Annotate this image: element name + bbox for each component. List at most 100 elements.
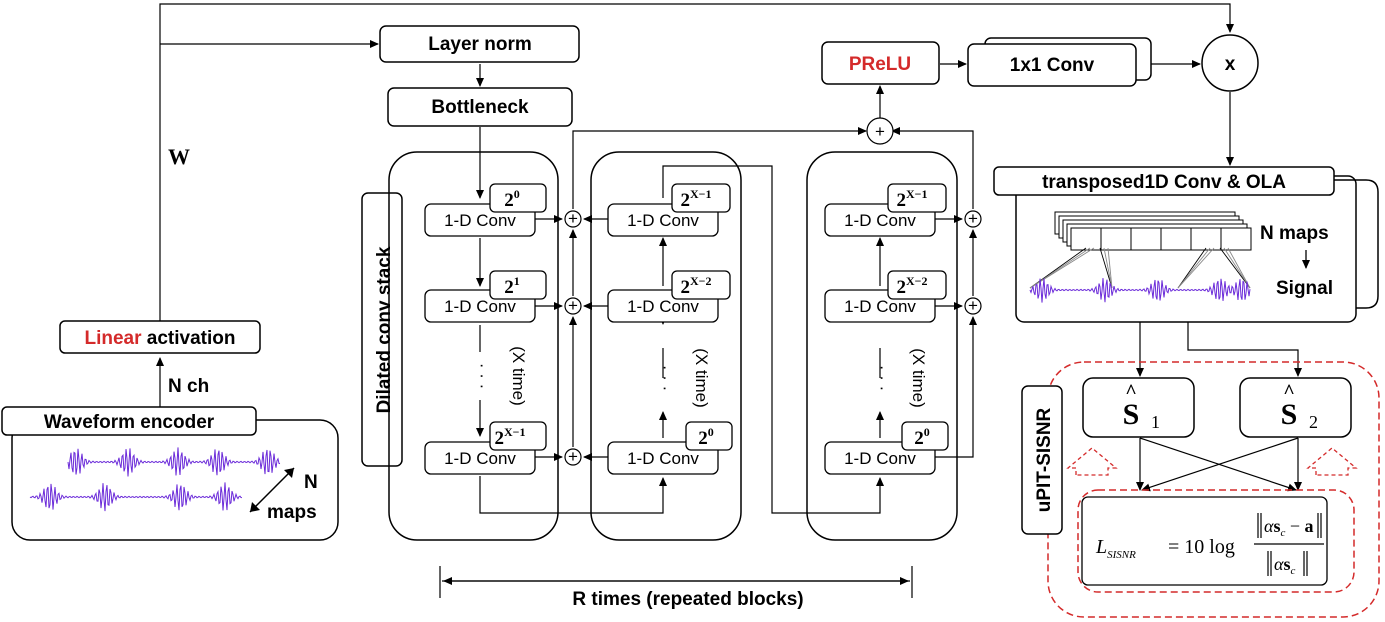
svg-text:+: + bbox=[875, 122, 885, 141]
encoder-title-box bbox=[1, 406, 257, 436]
svg-text:+: + bbox=[968, 209, 978, 228]
encoder-maps-label: maps bbox=[267, 502, 317, 523]
multiply-node: x bbox=[1201, 34, 1259, 92]
conv1x1-box: 1x1 Conv bbox=[967, 37, 1152, 87]
block1-dilation-1: 20 bbox=[489, 183, 547, 213]
svg-text:1-D Conv: 1-D Conv bbox=[444, 297, 516, 316]
flow-lines bbox=[156, 3, 1302, 598]
upit-sisnr-label: uPIT-SISNR bbox=[1021, 385, 1063, 535]
svg-text:2X−1: 2X−1 bbox=[680, 187, 711, 211]
projection-line bbox=[1177, 247, 1207, 289]
projection-line bbox=[1223, 247, 1251, 289]
decoder-n-maps: N maps bbox=[1260, 223, 1329, 244]
projection-line bbox=[1099, 247, 1113, 289]
svg-text:Bottleneck: Bottleneck bbox=[431, 97, 529, 118]
block2-ellipsis: · · · bbox=[654, 365, 673, 391]
block3-x-time: (X time) bbox=[909, 348, 928, 408]
block3-dilation-2: 2X−2 bbox=[887, 270, 947, 300]
svg-text:+: + bbox=[968, 296, 978, 315]
encoder-waveforms bbox=[29, 447, 281, 512]
waveform-trace bbox=[29, 482, 243, 512]
feedback-arrows bbox=[1066, 447, 1358, 476]
n-ch-label: N ch bbox=[168, 376, 209, 397]
bottleneck-box: Bottleneck bbox=[387, 87, 573, 127]
block2-dilation-3: 20 bbox=[685, 421, 733, 451]
sum-node-b1-1 bbox=[564, 210, 582, 228]
block2-conv-3: 1-D Conv bbox=[607, 441, 719, 475]
prelu-box: PReLU bbox=[821, 41, 940, 85]
block3-dilation-3: 20 bbox=[901, 421, 949, 451]
svg-text:αsc − a: αsc − a bbox=[1264, 516, 1314, 539]
svg-text:^: ^ bbox=[1125, 381, 1137, 403]
decoder-signal: Signal bbox=[1276, 278, 1333, 299]
svg-text:1-D Conv: 1-D Conv bbox=[627, 449, 699, 468]
svg-text:20: 20 bbox=[504, 187, 520, 211]
block1-dilation-3: 2X−1 bbox=[489, 421, 547, 451]
layer-norm-box: Layer norm bbox=[379, 25, 580, 63]
waveform-trace bbox=[1029, 278, 1251, 303]
svg-text:1-D Conv: 1-D Conv bbox=[844, 297, 916, 316]
linear-accent: Linear bbox=[84, 328, 142, 349]
block3-dilation-1: 2X−1 bbox=[887, 183, 947, 213]
repeat-label: R times (repeated blocks) bbox=[572, 589, 803, 610]
svg-text:+: + bbox=[568, 296, 578, 315]
block2-dilation-1: 2X−1 bbox=[671, 183, 731, 213]
sum-node-b1-2 bbox=[564, 297, 582, 315]
projection-line bbox=[1107, 247, 1113, 289]
svg-text:2X−2: 2X−2 bbox=[680, 274, 711, 298]
svg-text:1-D Conv: 1-D Conv bbox=[627, 297, 699, 316]
svg-text:PReLU: PReLU bbox=[849, 54, 911, 75]
projection-line bbox=[1177, 247, 1215, 289]
projection-line bbox=[1103, 247, 1113, 289]
svg-text:21: 21 bbox=[504, 274, 520, 298]
loss-formula-region bbox=[1077, 489, 1355, 593]
svg-text:Layer norm: Layer norm bbox=[428, 34, 531, 55]
decoder-signal-wave bbox=[1029, 278, 1251, 303]
svg-text:= 10 log: = 10 log bbox=[1168, 536, 1235, 558]
dilated-conv-stack-label: Dilated conv stack bbox=[361, 192, 403, 467]
sum-nodes bbox=[564, 117, 982, 466]
svg-text:1-D Conv: 1-D Conv bbox=[444, 449, 516, 468]
sum-node-b1-3 bbox=[564, 448, 582, 466]
encoder-title: Waveform encoder bbox=[44, 412, 215, 433]
block1-x-time: (X time) bbox=[509, 346, 528, 406]
maps-arrow bbox=[249, 467, 295, 513]
decoder-maps-stack bbox=[1029, 211, 1252, 289]
estimate-s1: ^ S 1 bbox=[1082, 377, 1195, 438]
svg-text:1: 1 bbox=[1151, 412, 1160, 432]
svg-text:2: 2 bbox=[1309, 412, 1318, 432]
activation-rest: activation bbox=[142, 328, 236, 349]
projection-line bbox=[1177, 247, 1211, 289]
svg-text:Dilated conv stack: Dilated conv stack bbox=[374, 246, 395, 413]
svg-text:2X−1: 2X−1 bbox=[896, 187, 927, 211]
sum-node-b3-2 bbox=[964, 297, 982, 315]
svg-text:^: ^ bbox=[1283, 381, 1295, 403]
block1-ellipsis: · · · bbox=[471, 363, 490, 389]
projection-line bbox=[1219, 247, 1251, 289]
block3-ellipsis: · · · bbox=[871, 365, 890, 391]
decoder-title-box bbox=[993, 166, 1335, 196]
loss-formula-box: LSISNR = 10 log αsc − a αsc bbox=[1081, 496, 1328, 586]
block2-dilation-2: 2X−2 bbox=[671, 270, 731, 300]
svg-text:1-D Conv: 1-D Conv bbox=[627, 211, 699, 230]
svg-text:1-D Conv: 1-D Conv bbox=[444, 211, 516, 230]
svg-text:1x1 Conv: 1x1 Conv bbox=[1010, 55, 1095, 76]
svg-text:20: 20 bbox=[698, 425, 714, 449]
block-2 bbox=[590, 151, 742, 541]
svg-text:+: + bbox=[568, 209, 578, 228]
waveform-trace bbox=[67, 447, 281, 477]
block2-x-time: (X time) bbox=[692, 348, 711, 408]
svg-text:S: S bbox=[1281, 398, 1298, 431]
waveform-encoder: Waveform encoder N maps bbox=[1, 406, 339, 541]
sum-node-top bbox=[866, 117, 894, 145]
block-3 bbox=[806, 151, 958, 541]
projection-line bbox=[1227, 247, 1251, 289]
linear-activation: Linear activation bbox=[59, 320, 261, 354]
svg-text:S: S bbox=[1123, 398, 1140, 431]
w-label: W bbox=[168, 144, 190, 169]
encoder-n-label: N bbox=[304, 472, 318, 493]
svg-text:+: + bbox=[568, 447, 578, 466]
sum-node-b3-1 bbox=[964, 210, 982, 228]
svg-text:2X−1: 2X−1 bbox=[494, 425, 525, 449]
